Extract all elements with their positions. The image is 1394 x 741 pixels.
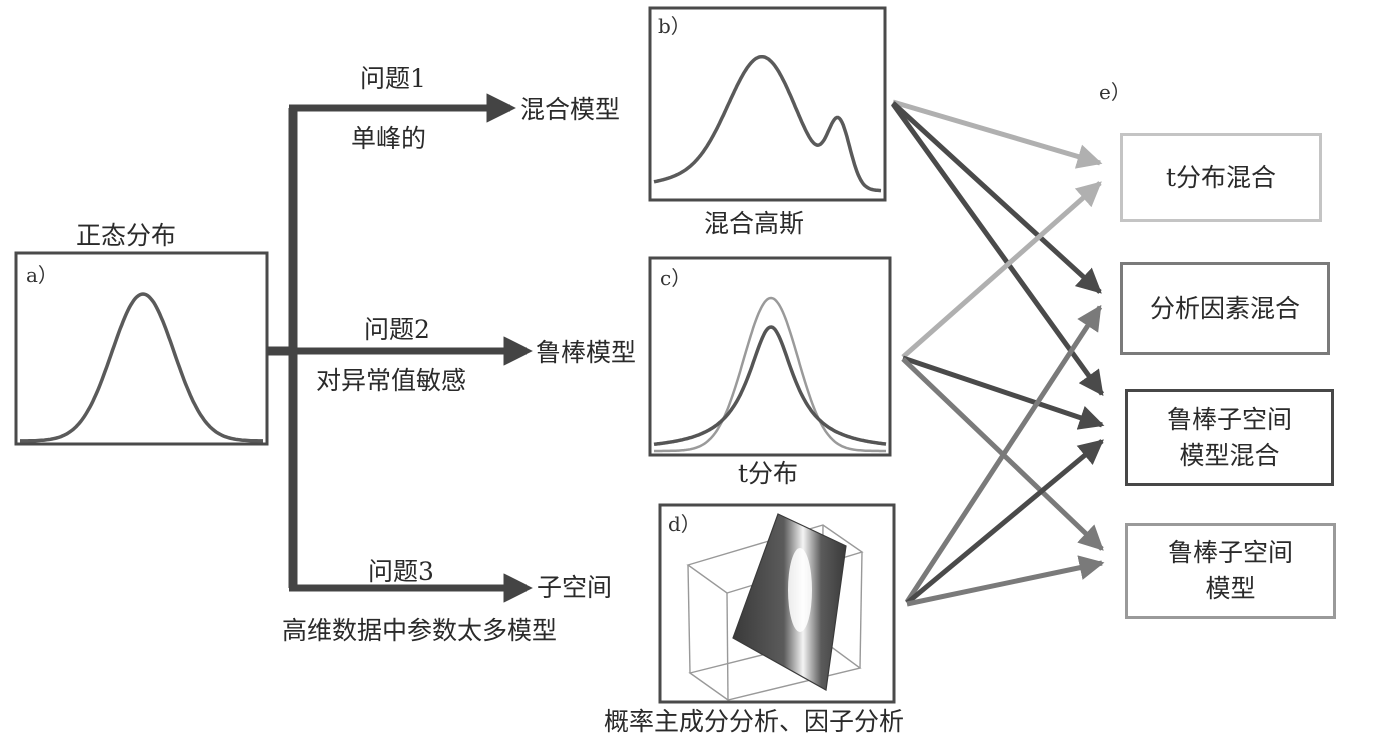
branch-3-problem: 问题3 [368,557,434,586]
panel-d-caption: 概率主成分分析、因子分析 [604,707,905,736]
panel-d-subspace [658,503,896,704]
result-box-robust-subspace: 鲁棒子空间 模型 [1125,523,1336,619]
branch-2-issue: 对异常值敏感 [316,366,467,395]
branch-2-problem: 问题2 [364,315,430,344]
panel-c-caption: t分布 [738,459,799,488]
panel-d-tag: d） [668,512,701,536]
branch-connectors [267,93,533,603]
branch-1-issue: 单峰的 [351,124,427,153]
branch-3-target: 子空间 [537,573,613,602]
result-box-t-mixture-label: t分布混合 [1165,162,1277,192]
sheet-highlight [788,548,812,632]
normal-curve [20,292,263,443]
c-to-robustmix-arrow [902,355,1105,430]
result-connectors [890,99,1105,607]
results-tag: e） [1099,80,1131,104]
gaussian-reference-curve [654,296,886,453]
result-box-robust-subspace-mixture-line1: 鲁棒子空间 [1166,404,1292,434]
branch-1-problem: 问题1 [360,64,426,93]
branch-1-target: 混合模型 [520,95,621,124]
result-box-robust-subspace-mixture: 鲁棒子空间 模型混合 [1125,389,1334,486]
b-to-robustmix-arrow [890,102,1105,397]
result-box-robust-subspace-line1: 鲁棒子空间 [1167,538,1293,567]
t-curve [653,325,887,447]
panel-a-frame [14,251,269,446]
branch-3-issue: 高维数据中参数太多模型 [282,616,558,645]
panel-b-mixture [648,6,887,202]
c-to-tmix-arrow [901,181,1102,359]
panel-c-t [648,256,892,457]
result-box-t-mixture: t分布混合 [1120,133,1322,222]
panel-a-tag: a） [26,263,58,287]
b-to-factormix-arrow [891,101,1102,294]
d-to-robustmix-arrow [905,439,1104,605]
branch-2-target: 鲁棒模型 [536,338,637,367]
result-box-factor-mixture: 分析因素混合 [1120,262,1330,355]
panel-a-title: 正态分布 [76,221,177,250]
panel-a-normal [14,251,269,446]
d-to-robustsub-arrow [906,555,1105,607]
b-to-tmix-arrow [892,99,1103,169]
panel-b-caption: 混合高斯 [704,209,805,238]
panel-c-frame [648,256,892,457]
result-box-robust-subspace-mixture-line2: 模型混合 [1179,440,1280,470]
mixture-curve [653,54,882,193]
panel-b-tag: b） [658,14,691,38]
result-box-factor-mixture-label: 分析因素混合 [1149,293,1300,323]
trunk-line [267,108,298,588]
panel-c-tag: c） [660,266,692,290]
result-box-robust-subspace-line2: 模型 [1205,574,1256,603]
d-to-factormix-arrow [904,304,1103,604]
